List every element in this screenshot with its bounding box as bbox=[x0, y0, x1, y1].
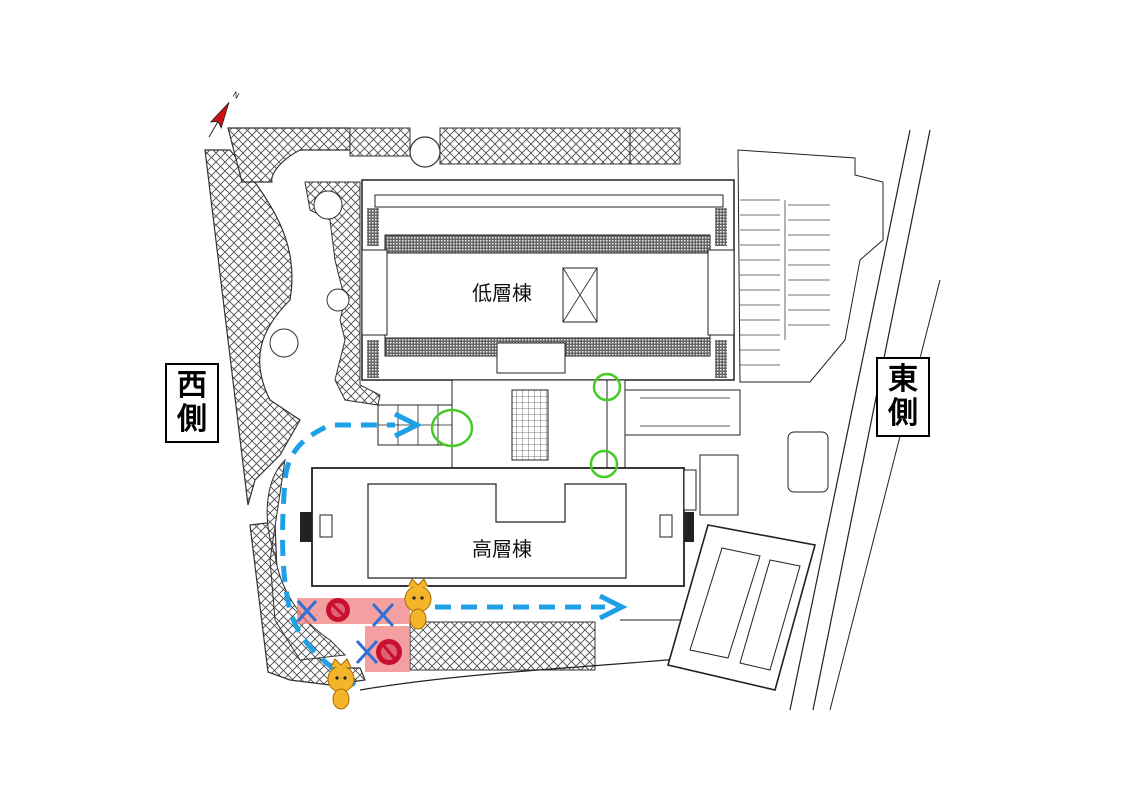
entrance-circle-icon bbox=[430, 408, 474, 448]
no-entry-icon bbox=[376, 639, 402, 665]
east-road-edge-2 bbox=[812, 129, 931, 711]
high-rise-building: 高層棟 bbox=[300, 467, 697, 587]
west-landscape bbox=[204, 149, 301, 506]
north-landscape-3 bbox=[439, 127, 631, 165]
north-landscape bbox=[227, 127, 351, 183]
east-side-char-2: 側 bbox=[888, 396, 918, 431]
entrance-circle-icon bbox=[589, 449, 619, 479]
north-roundabout bbox=[409, 136, 441, 168]
garden-circle bbox=[269, 328, 299, 358]
route-arrow-icon bbox=[280, 422, 605, 688]
south-landscape bbox=[409, 621, 596, 671]
parking-lot bbox=[737, 149, 884, 383]
low-rise-building: 低層棟 bbox=[361, 179, 735, 381]
low-rise-label: 低層棟 bbox=[472, 281, 532, 305]
east-passage bbox=[606, 379, 626, 469]
west-circle-1 bbox=[313, 190, 343, 220]
curved-lawn bbox=[266, 458, 347, 661]
no-entry-icon bbox=[326, 598, 350, 622]
west-side-char-2: 側 bbox=[177, 402, 207, 437]
bicycle-shed bbox=[667, 524, 817, 691]
blocked-x-icon bbox=[296, 599, 395, 665]
mascot-icon bbox=[327, 658, 355, 710]
west-band bbox=[304, 181, 381, 406]
east-small-block bbox=[787, 431, 829, 493]
west-circle-2 bbox=[326, 288, 350, 312]
route-arrowhead-2 bbox=[598, 593, 628, 621]
east-road-edge-1 bbox=[789, 129, 911, 711]
north-arrow-icon bbox=[208, 102, 230, 138]
north-landscape-4 bbox=[629, 127, 681, 165]
east-porch bbox=[624, 389, 741, 436]
east-side-label: 東 側 bbox=[876, 357, 930, 437]
west-side-char-1: 西 bbox=[177, 368, 207, 403]
entrance-circle-icon bbox=[592, 372, 622, 402]
high-rise-label: 高層棟 bbox=[472, 537, 532, 561]
north-landscape-2 bbox=[349, 127, 411, 157]
east-road-edge-3 bbox=[829, 279, 941, 711]
east-side-char-1: 東 bbox=[888, 362, 918, 397]
mascot-icon bbox=[404, 578, 432, 630]
north-label: N bbox=[231, 90, 241, 101]
east-annex bbox=[699, 454, 739, 516]
route-arrowhead-1 bbox=[393, 411, 423, 439]
courtyard-grate bbox=[511, 389, 549, 461]
west-side-label: 西 側 bbox=[165, 363, 219, 443]
